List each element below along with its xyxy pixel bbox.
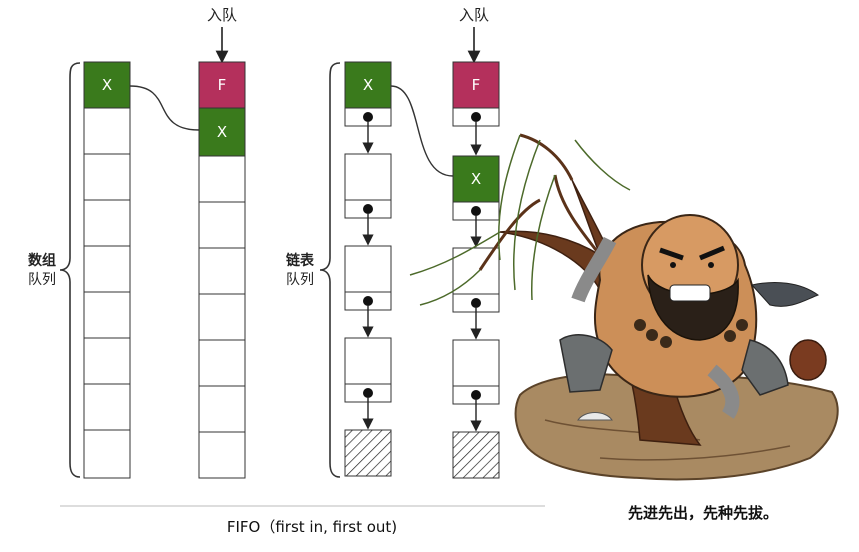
linked-connector	[390, 85, 454, 177]
array-column-2	[198, 61, 246, 479]
array-connector	[129, 85, 200, 131]
enqueue-label-right: 入队	[459, 6, 489, 24]
fifo-caption: FIFO（first in, first out)	[227, 518, 397, 536]
linked-queue-label-line2: 队列	[286, 272, 314, 288]
linked-col2-top-node: F	[472, 76, 481, 94]
enqueue-label-left: 入队	[207, 6, 237, 24]
array-queue-brace	[59, 62, 81, 478]
linked-col2-second-node: X	[471, 170, 481, 188]
cartoon-illustration	[409, 133, 839, 481]
illustration-caption: 先进先出，先种先拔。	[628, 504, 778, 522]
linked-col1-top-node: X	[363, 76, 373, 94]
array-col2-second-cell: X	[217, 123, 227, 141]
array-col1-top-cell: X	[102, 76, 112, 94]
linked-column-2	[452, 61, 500, 479]
array-col2-top-cell: F	[218, 76, 227, 94]
linked-queue-brace	[319, 62, 341, 478]
array-column-1	[83, 61, 131, 479]
linked-queue-label-line1: 链表	[286, 252, 315, 269]
array-queue-label-line1: 数组	[28, 252, 56, 269]
linked-column-1	[344, 61, 392, 477]
array-queue-label-line2: 队列	[28, 272, 56, 288]
willow-leaves	[409, 134, 631, 306]
